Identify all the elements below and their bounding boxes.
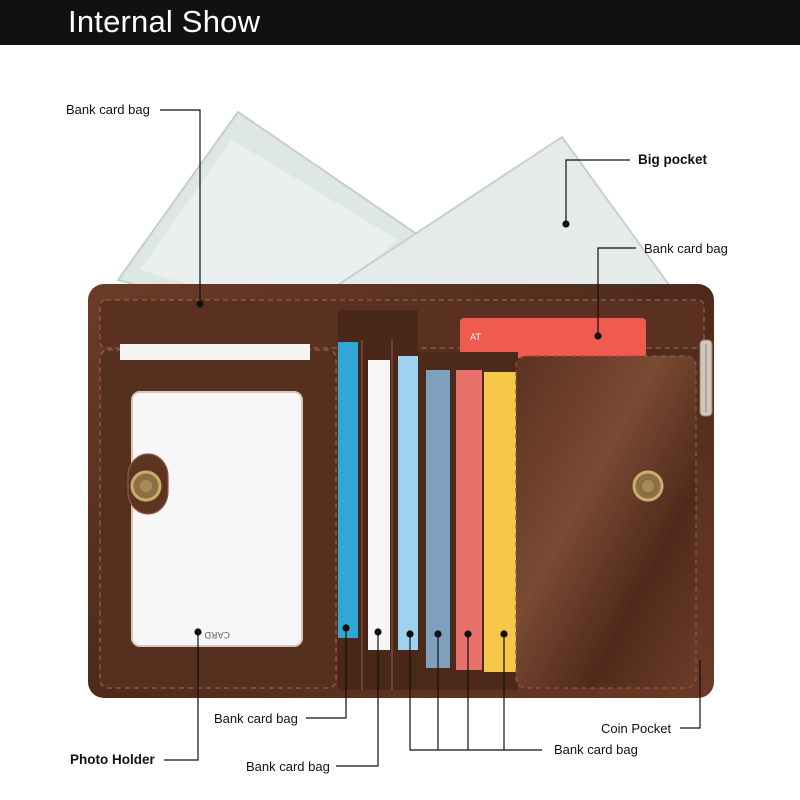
coin-pocket-flap	[515, 355, 697, 689]
photo-window	[131, 391, 303, 647]
label-bank-card-bag-right: Bank card bag	[644, 241, 728, 256]
label-bank-card-bag-top-left: Bank card bag	[66, 102, 150, 117]
card-gray-blue	[426, 370, 450, 668]
label-bank-card-bag-bottom-3: Bank card bag	[554, 742, 638, 757]
card-slot-white	[368, 360, 390, 650]
label-big-pocket: Big pocket	[638, 152, 708, 167]
page-title: Internal Show	[68, 4, 261, 39]
svg-text:CARD: CARD	[204, 629, 230, 639]
svg-text:AT: AT	[470, 333, 481, 343]
card-yellow	[484, 372, 516, 672]
paper-sheet-left-inner	[140, 140, 398, 318]
card-top-red	[460, 318, 646, 358]
label-photo-holder: Photo Holder	[70, 752, 155, 767]
header-bar: Internal Show	[0, 0, 800, 45]
card-red	[456, 370, 482, 670]
label-coin-pocket: Coin Pocket	[601, 721, 672, 736]
card-slot-blue	[338, 342, 358, 638]
card-slot-lightblue	[398, 356, 418, 650]
label-bank-card-bag-bottom-1: Bank card bag	[214, 711, 298, 726]
label-bank-card-bag-bottom-2: Bank card bag	[246, 759, 330, 774]
